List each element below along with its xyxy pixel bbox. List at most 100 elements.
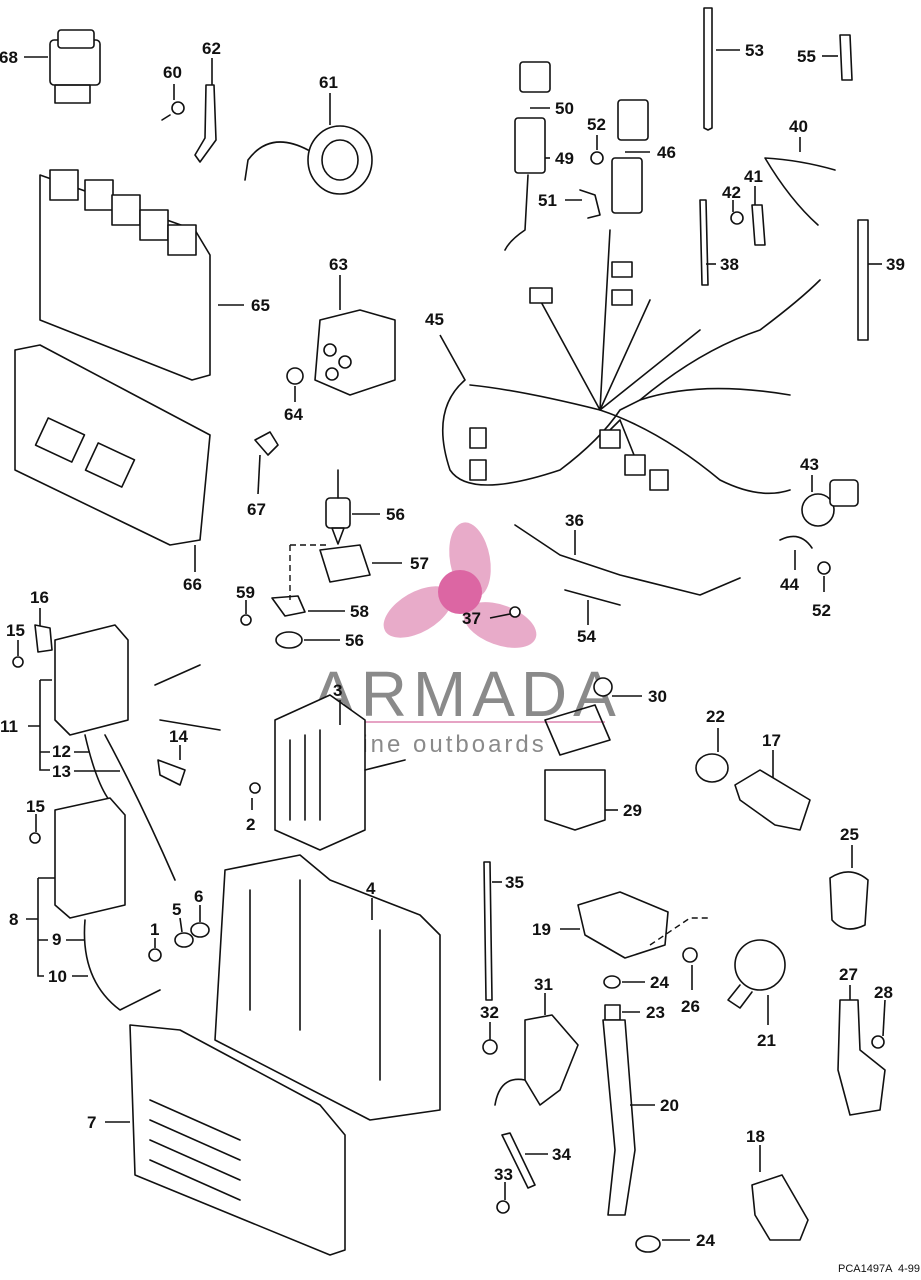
- callout-15b: 15: [26, 797, 45, 816]
- callout-66: 66: [183, 575, 202, 594]
- assembly-dash-19: [649, 917, 710, 946]
- callout-58: 58: [350, 602, 369, 621]
- part-19-sensor: [577, 891, 669, 959]
- callout-54: 54: [577, 627, 596, 646]
- part-8-ignition-coil: [54, 797, 161, 1011]
- part-31-sensor: [494, 1014, 579, 1106]
- callout-25: 25: [840, 825, 859, 844]
- callout-18: 18: [746, 1127, 765, 1146]
- callout-64: 64: [284, 405, 303, 424]
- callout-3: 3: [333, 681, 342, 700]
- part-33-screw: [496, 1200, 510, 1214]
- callout-36: 36: [565, 511, 584, 530]
- part-62-bracket: [194, 84, 217, 163]
- callout-68: 68: [0, 48, 18, 67]
- part-5-washer: [174, 932, 194, 948]
- callout-41: 41: [744, 167, 763, 186]
- callout-12: 12: [52, 742, 71, 761]
- part-51-clip: [579, 189, 601, 219]
- callout-4: 4: [366, 879, 376, 898]
- part-57-plate: [319, 544, 371, 583]
- part-66-tray: [14, 344, 211, 546]
- part-67-clip: [254, 431, 279, 456]
- callout-35: 35: [505, 873, 524, 892]
- callout-19: 19: [532, 920, 551, 939]
- callout-23: 23: [646, 1003, 665, 1022]
- callout-7: 7: [87, 1113, 96, 1132]
- part-44-clip: [779, 535, 813, 549]
- part-61-sensor: [244, 125, 373, 195]
- part-23-fitting: [604, 1004, 621, 1021]
- callout-9: 9: [52, 930, 61, 949]
- callout-6: 6: [194, 887, 203, 906]
- part-65-control-module: [39, 169, 211, 381]
- callout-21: 21: [757, 1031, 776, 1050]
- part-45-wiring-harness: [441, 229, 821, 495]
- part-39-bracket: [857, 219, 869, 341]
- part-41-bracket: [751, 204, 766, 246]
- callout-49: 49: [555, 149, 574, 168]
- part-54-rod: [564, 589, 621, 606]
- callout-50: 50: [555, 99, 574, 118]
- part-56b-nut: [275, 631, 303, 649]
- callout-67: 67: [247, 500, 266, 519]
- part-34-bracket: [501, 1132, 536, 1189]
- callout-43: 43: [800, 455, 819, 474]
- part-18-sender: [751, 1174, 809, 1241]
- part-35-cable-tie: [483, 861, 493, 1001]
- callout-39: 39: [886, 255, 905, 274]
- callout-8: 8: [9, 910, 18, 929]
- callout-60: 60: [163, 63, 182, 82]
- callout-14: 14: [169, 727, 188, 746]
- callout-32: 32: [480, 1003, 499, 1022]
- part-56-switch: [325, 469, 351, 545]
- part-24-clamp: [603, 975, 621, 989]
- part-17-temp-sensor: [734, 769, 811, 831]
- callout-55: 55: [797, 47, 816, 66]
- callout-65: 65: [251, 296, 270, 315]
- callout-13: 13: [52, 762, 71, 781]
- part-55-sleeve: [839, 34, 853, 81]
- part-40-ground-wire: [764, 157, 836, 226]
- part-59-screw: [240, 614, 252, 626]
- part-38-tie: [699, 199, 709, 286]
- part-52-screw: [590, 151, 604, 165]
- callout-52b: 52: [812, 601, 831, 620]
- part-21-pressure-switch: [727, 939, 786, 1009]
- part-28-screw: [871, 1035, 885, 1049]
- callouts: 68 60 62 61 65 66 63 64 67 56 57 58 59 5…: [0, 39, 905, 1250]
- callout-46: 46: [657, 143, 676, 162]
- callout-28: 28: [874, 983, 893, 1002]
- callout-10: 10: [48, 967, 67, 986]
- callout-59: 59: [236, 583, 255, 602]
- part-36-cable: [514, 524, 741, 596]
- callout-53: 53: [745, 41, 764, 60]
- callout-44: 44: [780, 575, 799, 594]
- part-32-screw: [482, 1039, 498, 1055]
- part-64-cap: [286, 367, 304, 385]
- callout-16: 16: [30, 588, 49, 607]
- callout-5: 5: [172, 900, 181, 919]
- callout-24b: 24: [696, 1231, 715, 1250]
- part-15-screw: [12, 656, 24, 668]
- callout-56b: 56: [345, 631, 364, 650]
- part-27-bracket: [837, 999, 886, 1116]
- part-46-connector: [611, 99, 649, 214]
- callout-20: 20: [660, 1096, 679, 1115]
- callout-31: 31: [534, 975, 553, 994]
- part-49-50-connector: [504, 61, 551, 251]
- callout-17: 17: [762, 731, 781, 750]
- part-63-relay: [314, 309, 396, 396]
- part-spark-plug-leads: [154, 664, 221, 731]
- part-26-screw: [682, 947, 698, 963]
- callout-62: 62: [202, 39, 221, 58]
- part-25-clamp: [829, 871, 869, 930]
- part-30-screw: [593, 677, 613, 697]
- part-4-electrical-bracket: [214, 854, 441, 1121]
- callout-45: 45: [425, 310, 444, 329]
- callout-57: 57: [410, 554, 429, 573]
- part-60-screw: [161, 101, 185, 121]
- part-52b-screw: [817, 561, 831, 575]
- drawing-code: PCA1497A: [838, 1263, 893, 1275]
